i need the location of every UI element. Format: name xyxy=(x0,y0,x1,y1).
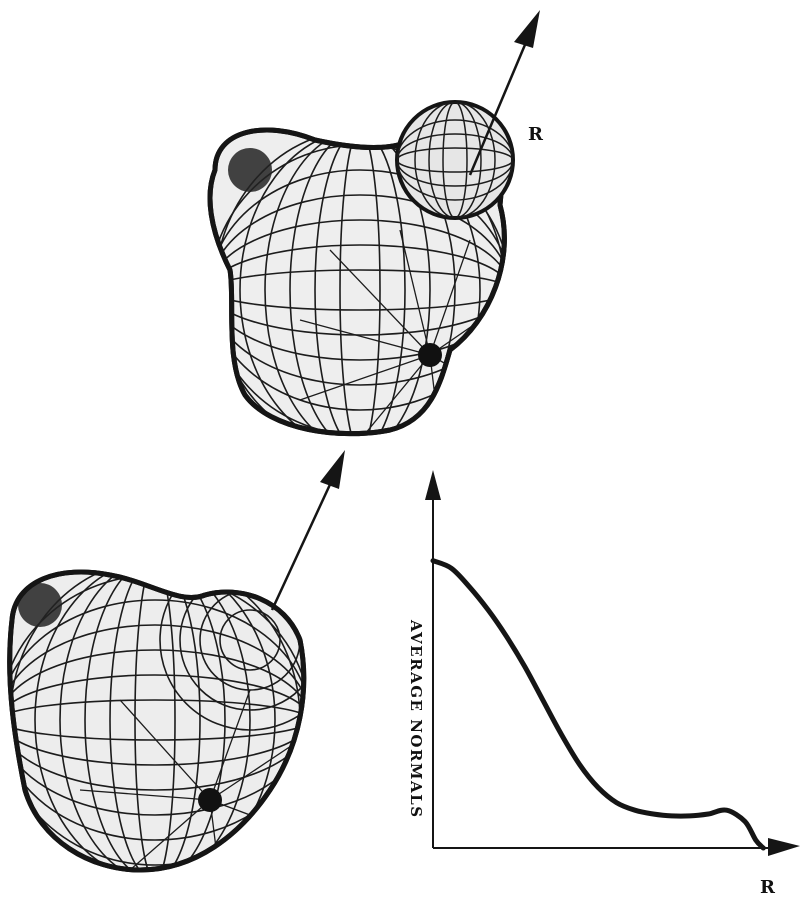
y-axis-arrowhead xyxy=(425,470,441,500)
average-normals-curve xyxy=(433,561,763,848)
graph-curve-layer xyxy=(433,561,763,848)
top-arrow-label: R xyxy=(528,124,544,145)
bottom-r-arrow xyxy=(272,450,345,610)
graph-y-label: AVERAGE NORMALS xyxy=(407,619,425,819)
probe-sphere xyxy=(397,102,513,218)
bottom-wireframe-shape xyxy=(0,550,340,880)
graph-x-label: R xyxy=(760,877,776,898)
x-axis-arrowhead xyxy=(768,838,800,856)
